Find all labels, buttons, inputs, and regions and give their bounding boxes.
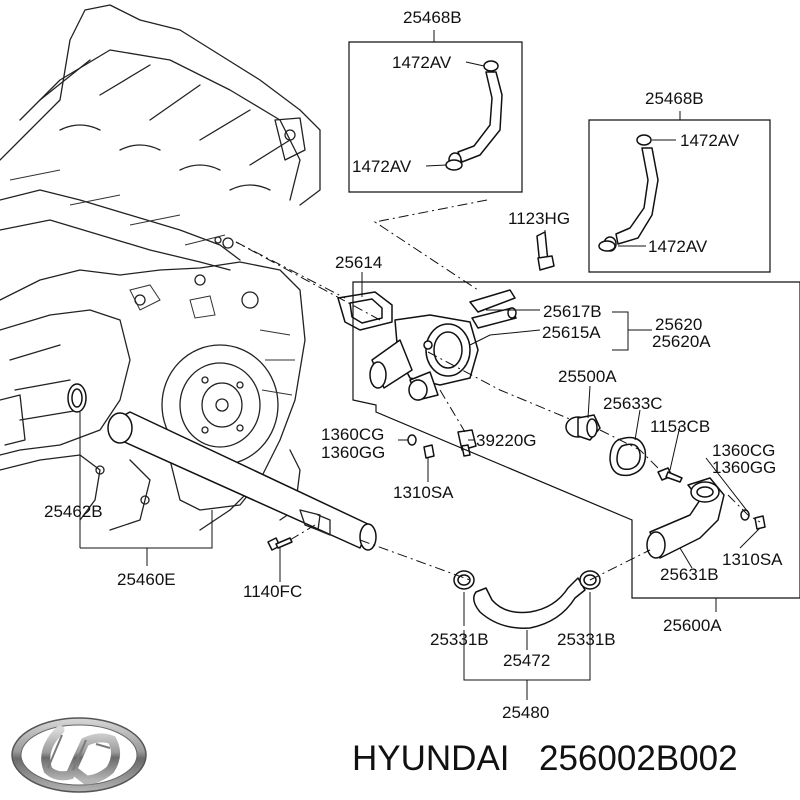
washers-nuts-part <box>407 434 766 530</box>
hyundai-logo-icon <box>11 717 147 793</box>
thermostat-housing-part <box>369 289 517 401</box>
gasket-part <box>337 291 393 331</box>
label-hose-assy-right: 25468B <box>645 89 704 108</box>
part-labels: 25468B 1472AV 1472AV 25468B 1472AV 1472A… <box>44 8 783 722</box>
label-washer-gg-left: 1360GG <box>321 443 385 462</box>
label-clamp-top-b: 1472AV <box>352 157 412 176</box>
hose-top-box <box>348 41 523 193</box>
label-nut-left: 1310SA <box>393 483 454 502</box>
label-washer-cg-left: 1360CG <box>321 425 384 444</box>
assy-box <box>352 281 800 599</box>
label-sensor: 39220G <box>476 431 537 450</box>
label-washer-gg-right: 1360GG <box>712 458 776 477</box>
label-washer-cg-right: 1360CG <box>712 441 775 460</box>
hose-bottom-part <box>453 570 601 629</box>
label-housing-620a: 25620A <box>652 332 711 351</box>
label-pipe-615a: 25615A <box>542 323 601 342</box>
label-gasket-633c: 25633C <box>603 394 663 413</box>
sensor-part <box>457 429 477 457</box>
hose-right-part <box>603 134 659 252</box>
bolt-bottom-part <box>267 537 293 551</box>
label-fitting: 25631B <box>660 565 719 584</box>
brand-name: HYUNDAI <box>352 739 510 778</box>
label-clamp-right-b: 1472AV <box>648 237 708 256</box>
label-thermostat: 25500A <box>558 367 617 386</box>
hose-top-part <box>448 60 503 168</box>
label-clamp-bottom-a: 25331B <box>430 630 489 649</box>
fitting-part <box>646 477 725 559</box>
clamps-top-part <box>445 159 616 252</box>
label-bolt-top: 1123HG <box>508 209 570 228</box>
thermostat-part <box>565 414 601 441</box>
label-oring: 25462B <box>44 502 103 521</box>
label-pipe-assy: 25460E <box>117 570 176 589</box>
hose-right-box <box>588 119 771 273</box>
label-housing-620: 25620 <box>655 315 702 334</box>
label-hose-assy-bottom: 25480 <box>502 703 549 722</box>
label-hose-bottom: 25472 <box>503 651 550 670</box>
gasket-633c-part <box>609 436 647 477</box>
label-bolt-153cb: 1153CB <box>650 417 710 436</box>
label-clamp-top-a: 1472AV <box>392 53 452 72</box>
label-hose-assy-top: 25468B <box>403 8 462 27</box>
label-clamp-bottom-b: 25331B <box>557 630 616 649</box>
label-gasket: 25614 <box>335 253 382 272</box>
oring-part <box>67 383 87 413</box>
label-bolt-bottom: 1140FC <box>243 582 302 601</box>
label-clamp-right-a: 1472AV <box>680 131 740 150</box>
water-pipe-part <box>107 411 377 551</box>
label-assy: 25600A <box>663 616 722 635</box>
label-nut-right: 1310SA <box>722 550 783 569</box>
leader-lines <box>79 30 761 700</box>
label-pipe-617b: 25617B <box>543 302 602 321</box>
bolt-top-part <box>536 231 555 271</box>
part-number: 256002B002 <box>539 739 738 778</box>
bolt-153cb-part <box>657 467 683 483</box>
phantom-lines <box>235 199 761 581</box>
